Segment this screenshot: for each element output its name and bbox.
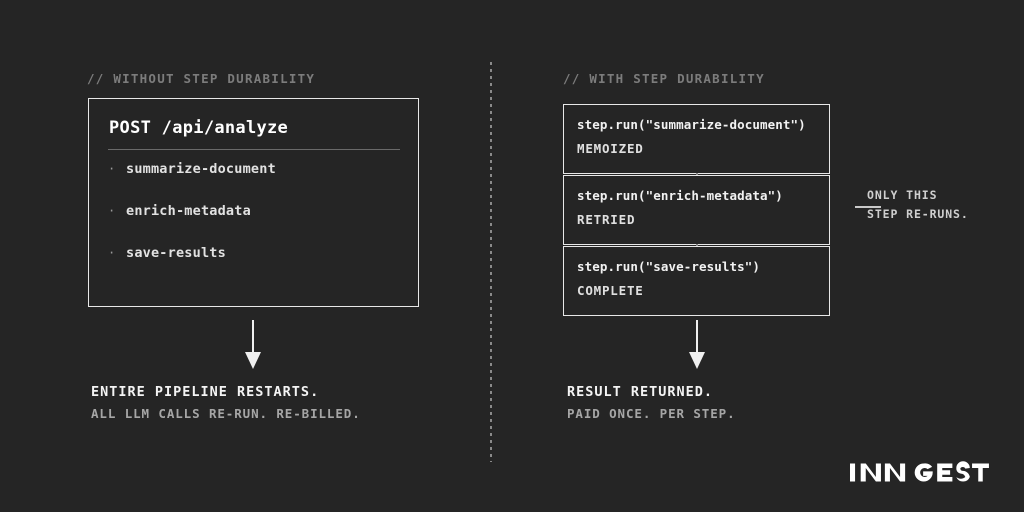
step-code: step.run("enrich-metadata") (577, 188, 783, 203)
monolithic-card-title: POST /api/analyze (109, 118, 289, 138)
right-outcome-headline: RESULT RETURNED. (567, 384, 714, 400)
arrow-head (245, 352, 261, 369)
step-code: step.run("save-results") (577, 259, 761, 274)
arrow-head (689, 352, 705, 369)
right-column-comment: // WITH STEP DURABILITY (563, 71, 765, 86)
status-badge: RETRIED (577, 212, 636, 227)
right-outcome-sub: PAID ONCE. PER STEP. (567, 406, 736, 421)
left-outcome-headline: ENTIRE PIPELINE RESTARTS. (91, 384, 320, 400)
left-outcome-sub: ALL LLM CALLS RE-RUN. RE-BILLED. (91, 406, 361, 421)
callout-line-2: STEP RE-RUNS. (867, 207, 969, 221)
step-connector (696, 244, 698, 247)
arrow-stem (696, 320, 698, 354)
left-outcome: ENTIRE PIPELINE RESTARTS. ALL LLM CALLS … (91, 381, 361, 425)
arrow-stem (252, 320, 254, 354)
list-item: · summarize-document (108, 161, 400, 203)
list-item-label: enrich-metadata (126, 203, 251, 219)
step-code: step.run("summarize-document") (577, 117, 806, 132)
step-box-summarize-document: step.run("summarize-document") MEMOIZED (563, 104, 830, 174)
callout-line-1: ONLY THIS (867, 188, 938, 202)
bullet-icon: · (108, 204, 116, 218)
right-outcome: RESULT RETURNED. PAID ONCE. PER STEP. (567, 381, 736, 425)
callout-annotation: ONLY THIS STEP RE-RUNS. (867, 186, 969, 224)
down-arrow-icon-left (242, 320, 264, 370)
bullet-icon: · (108, 162, 116, 176)
down-arrow-icon-right (686, 320, 708, 370)
callout-leader-line (855, 206, 881, 208)
list-item-label: summarize-document (126, 161, 276, 177)
step-connector (696, 173, 698, 176)
inngest-logo (849, 459, 996, 486)
list-item: · enrich-metadata (108, 203, 400, 245)
bullet-icon: · (108, 246, 116, 260)
monolithic-step-list: · summarize-document · enrich-metadata ·… (108, 161, 400, 287)
monolithic-request-card: POST /api/analyze · summarize-document ·… (88, 98, 419, 307)
step-box-save-results: step.run("save-results") COMPLETE (563, 246, 830, 316)
list-item: · save-results (108, 245, 400, 287)
step-box-enrich-metadata: step.run("enrich-metadata") RETRIED (563, 175, 830, 245)
left-column-comment: // WITHOUT STEP DURABILITY (87, 71, 316, 86)
list-item-label: save-results (126, 245, 226, 261)
status-badge: MEMOIZED (577, 141, 644, 156)
status-badge: COMPLETE (577, 283, 644, 298)
column-divider (490, 62, 492, 462)
monolithic-card-rule (108, 149, 400, 150)
